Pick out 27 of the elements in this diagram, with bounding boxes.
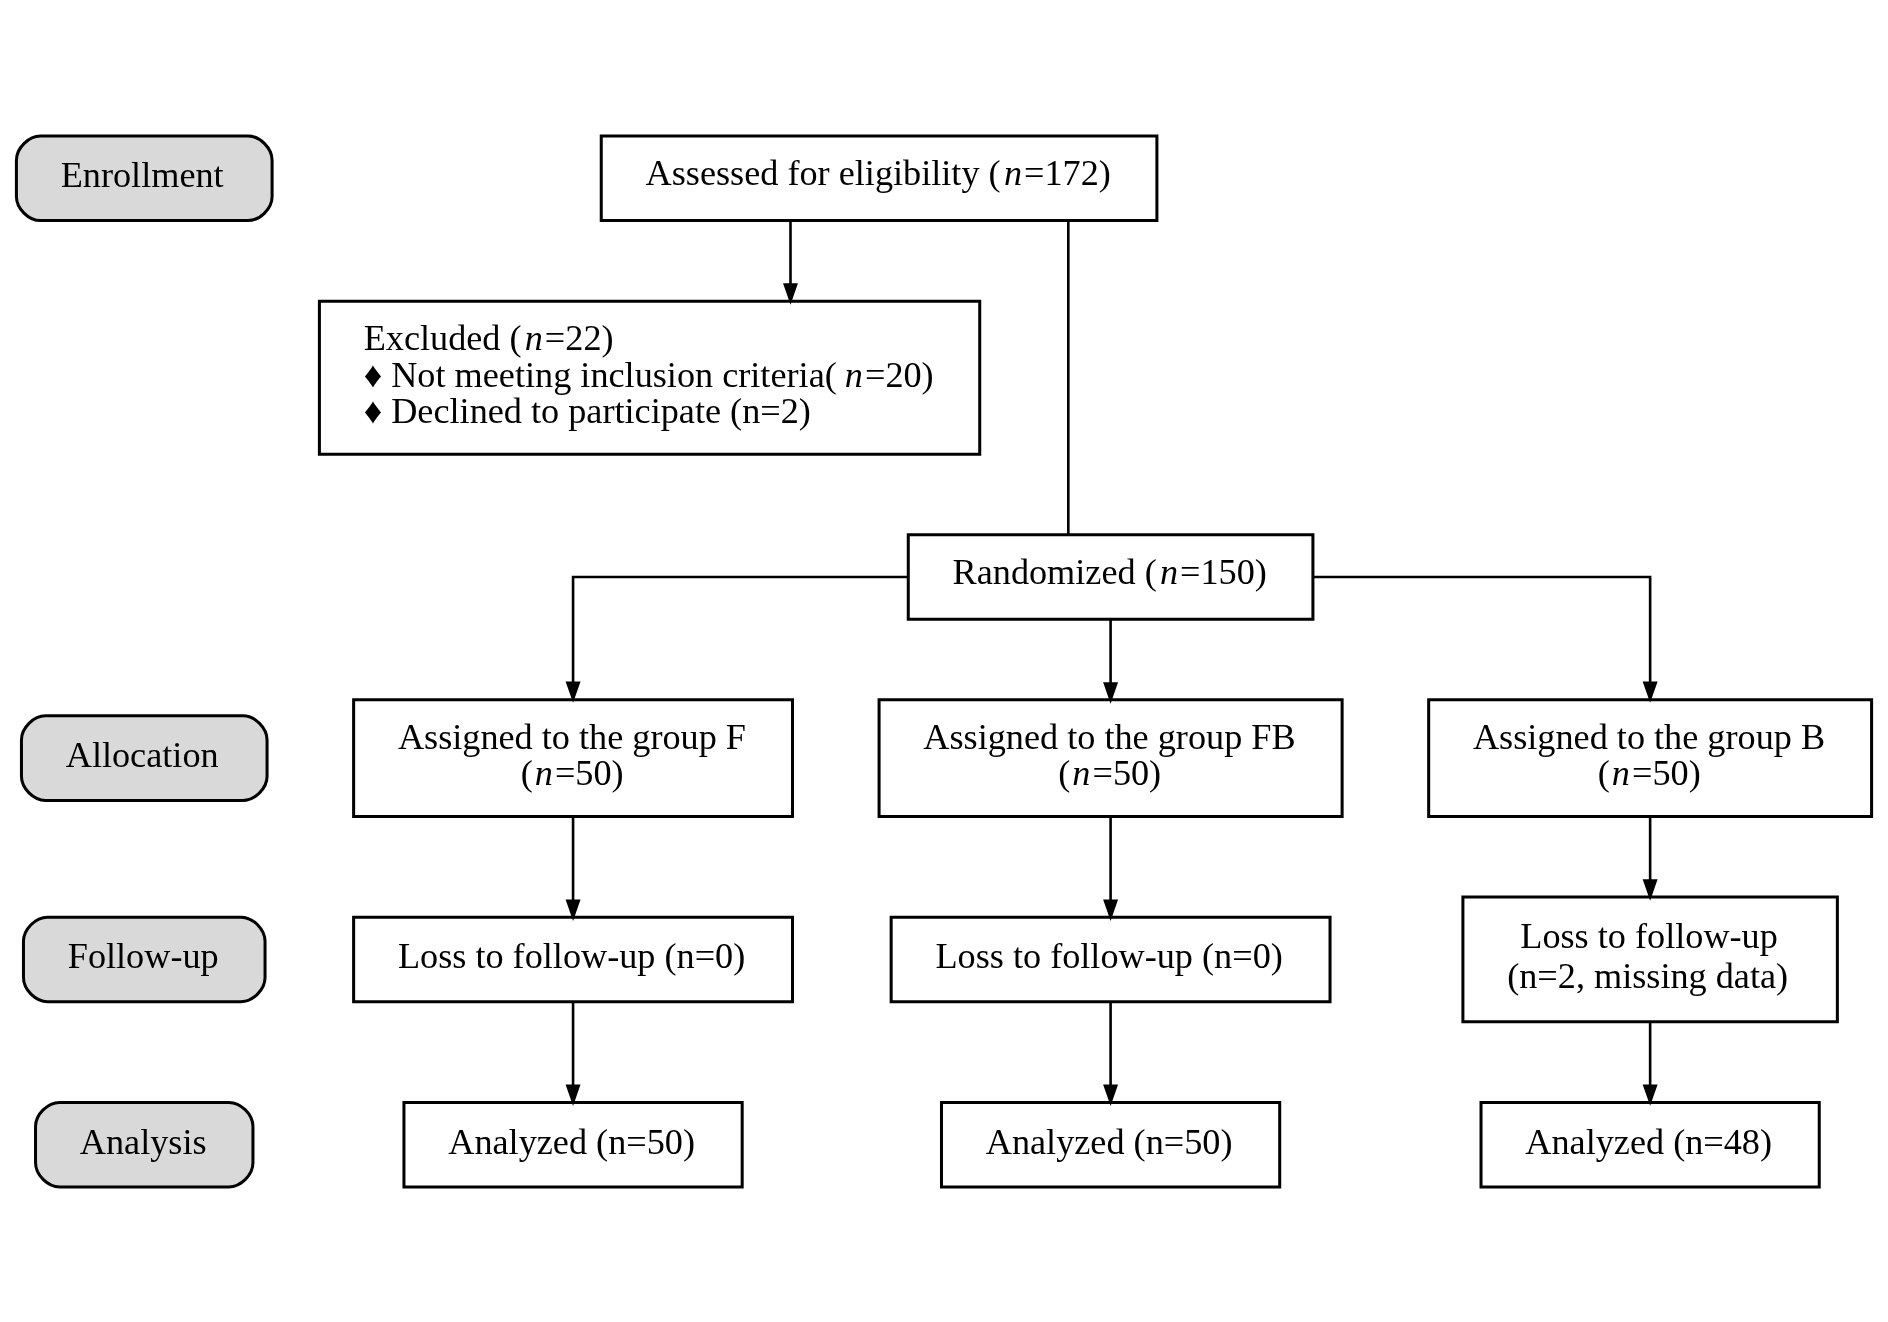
node-box: Excluded (n=22) ♦ Not meeting inclusion criteria(n=20) ♦ Declined to participate (n=2)	[317, 299, 982, 456]
node-box: Allocation	[19, 713, 269, 802]
arrow	[1642, 1021, 1658, 1106]
node-box: Assigned to the group B (n=50)	[1427, 697, 1874, 818]
node-box: Assigned to the group F (n=50)	[352, 697, 794, 818]
connector	[1067, 220, 1070, 535]
node-box: Analyzed (n=48)	[1479, 1100, 1821, 1188]
arrow	[1103, 1001, 1119, 1106]
arrow	[1313, 575, 1658, 703]
arrow	[1103, 619, 1119, 704]
arrow	[783, 221, 798, 305]
node-box: Assessed for eligibility (n=172)	[599, 134, 1159, 222]
node-box: Analysis	[34, 1100, 255, 1188]
node-box: Enrollment	[14, 134, 274, 222]
arrow	[565, 816, 581, 921]
node-box: Randomized (n=150)	[906, 532, 1315, 621]
node-box: Assigned to the group FB (n=50)	[877, 697, 1344, 818]
arrow	[1103, 816, 1119, 921]
arrow	[1642, 816, 1658, 901]
node-box: Loss to follow-up (n=0)	[352, 915, 794, 1003]
node-box: Analyzed (n=50)	[402, 1100, 744, 1188]
node-box: Analyzed (n=50)	[939, 1100, 1282, 1188]
node-box: Loss to follow-up (n=0)	[889, 915, 1332, 1003]
node-box: Loss to follow-up (n=2, missing data)	[1461, 895, 1839, 1023]
arrow	[565, 575, 909, 703]
node-box: Follow-up	[21, 915, 267, 1003]
arrow	[565, 1001, 581, 1106]
